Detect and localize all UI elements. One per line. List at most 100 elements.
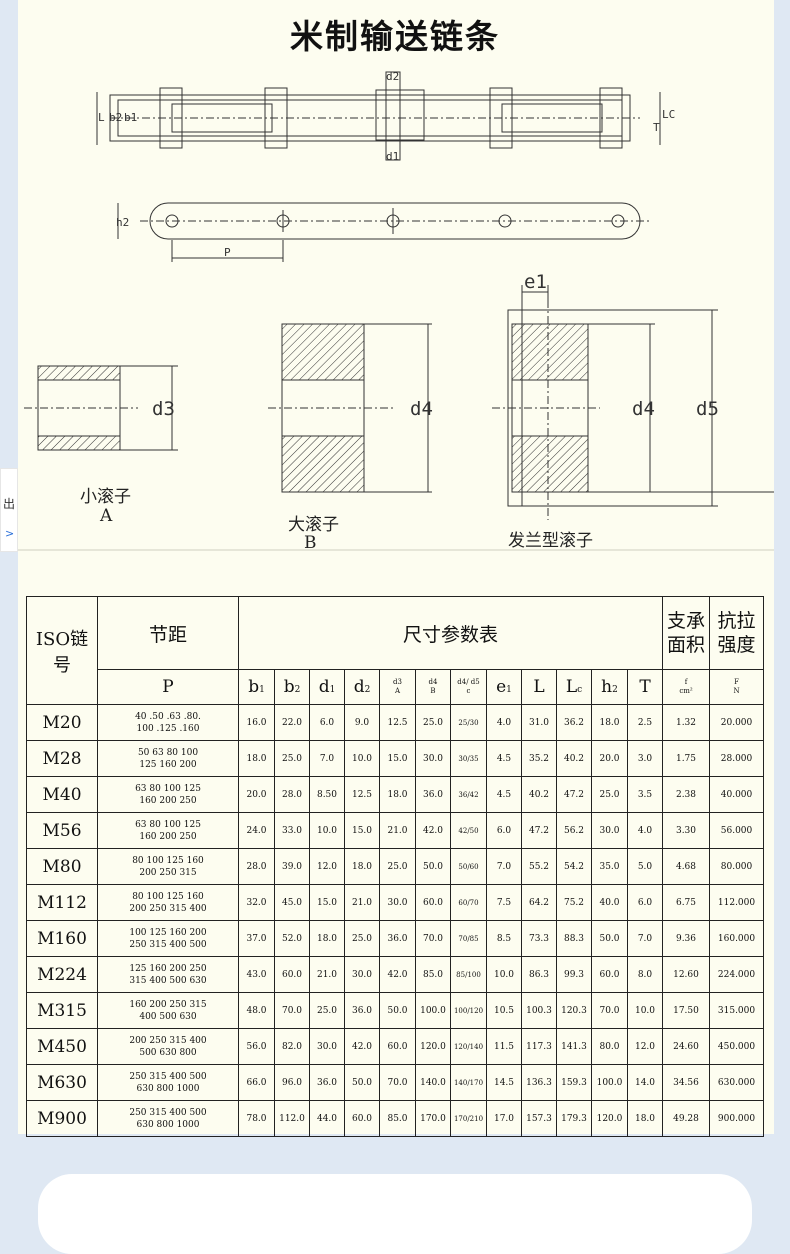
cell-b2: 25.0 [274, 740, 310, 777]
cell-f: 40.000 [709, 776, 764, 813]
header-iso: ISO链号 [26, 596, 98, 705]
cell-d3: 18.0 [379, 776, 416, 813]
cell-e1: 10.0 [486, 956, 522, 993]
cell-d1: 10.0 [309, 812, 345, 849]
cell-b1: 66.0 [238, 1064, 275, 1101]
cell-d1: 8.50 [309, 776, 345, 813]
cell-iso: M224 [26, 956, 98, 993]
cell-lc: 54.2 [556, 848, 592, 885]
label-d4-c: d4 [632, 398, 655, 420]
cell-b2: 28.0 [274, 776, 310, 813]
cell-d1: 7.0 [309, 740, 345, 777]
cell-d45: 100/120 [450, 992, 487, 1029]
cell-d45: 36/42 [450, 776, 487, 813]
cell-t: 3.0 [627, 740, 663, 777]
cell-iso: M450 [26, 1028, 98, 1065]
cell-d4: 140.0 [415, 1064, 451, 1101]
cell-d45: 42/50 [450, 812, 487, 849]
cell-t: 10.0 [627, 992, 663, 1029]
cell-b1: 78.0 [238, 1100, 275, 1137]
cell-e1: 14.5 [486, 1064, 522, 1101]
header-b1: b1 [238, 669, 275, 705]
cell-l: 157.3 [521, 1100, 557, 1137]
cell-l: 31.0 [521, 704, 557, 741]
label-p: P [224, 246, 231, 259]
cell-f: 450.000 [709, 1028, 764, 1065]
cell-lc: 99.3 [556, 956, 592, 993]
cell-e1: 4.5 [486, 740, 522, 777]
header-area: 支承面积 [662, 596, 710, 670]
header-b2: b2 [274, 669, 310, 705]
cell-e1: 11.5 [486, 1028, 522, 1065]
cell-d4: 70.0 [415, 920, 451, 957]
cell-iso: M160 [26, 920, 98, 957]
cell-d3: 36.0 [379, 920, 416, 957]
cell-lc: 40.2 [556, 740, 592, 777]
cell-lc: 159.3 [556, 1064, 592, 1101]
cell-d2: 42.0 [344, 1028, 380, 1065]
cell-l: 55.2 [521, 848, 557, 885]
cell-f: 2.38 [662, 776, 710, 813]
cell-b2: 52.0 [274, 920, 310, 957]
cell-t: 7.0 [627, 920, 663, 957]
header-p: P [97, 669, 239, 705]
cell-f: 24.60 [662, 1028, 710, 1065]
header-pitch: 节距 [97, 596, 239, 670]
cell-lc: 120.3 [556, 992, 592, 1029]
cell-h2: 20.0 [591, 740, 628, 777]
cell-pitch: 40 .50 .63 .80.100 .125 .160 [97, 704, 239, 741]
header-t: T [627, 669, 663, 705]
cell-f: 160.000 [709, 920, 764, 957]
cell-lc: 56.2 [556, 812, 592, 849]
caption-roller-a: 小滚子 [80, 487, 131, 507]
header-l: L [521, 669, 557, 705]
cell-f: 4.68 [662, 848, 710, 885]
cell-f: 20.000 [709, 704, 764, 741]
cell-d3: 42.0 [379, 956, 416, 993]
cell-d2: 50.0 [344, 1064, 380, 1101]
cell-iso: M900 [26, 1100, 98, 1137]
cell-h2: 100.0 [591, 1064, 628, 1101]
cell-lc: 141.3 [556, 1028, 592, 1065]
cell-d1: 44.0 [309, 1100, 345, 1137]
cell-d45: 25/30 [450, 704, 487, 741]
header-h2: h2 [591, 669, 628, 705]
cell-h2: 40.0 [591, 884, 628, 921]
cell-iso: M56 [26, 812, 98, 849]
cell-d1: 36.0 [309, 1064, 345, 1101]
side-float-tab[interactable]: 出 > [0, 468, 18, 552]
cell-e1: 8.5 [486, 920, 522, 957]
cell-lc: 47.2 [556, 776, 592, 813]
cell-d3: 12.5 [379, 704, 416, 741]
cell-h2: 60.0 [591, 956, 628, 993]
caption-roller-b: 大滚子 [288, 515, 339, 535]
cell-b1: 32.0 [238, 884, 275, 921]
cell-l: 86.3 [521, 956, 557, 993]
header-d2: d2 [344, 669, 380, 705]
cell-t: 14.0 [627, 1064, 663, 1101]
cell-d45: 85/100 [450, 956, 487, 993]
cell-e1: 17.0 [486, 1100, 522, 1137]
cell-f: 34.56 [662, 1064, 710, 1101]
cell-lc: 179.3 [556, 1100, 592, 1137]
label-d5: d5 [696, 398, 719, 420]
cell-l: 117.3 [521, 1028, 557, 1065]
label-b2: b2 [109, 111, 122, 124]
label-e1: e1 [524, 271, 547, 293]
cell-d4: 85.0 [415, 956, 451, 993]
